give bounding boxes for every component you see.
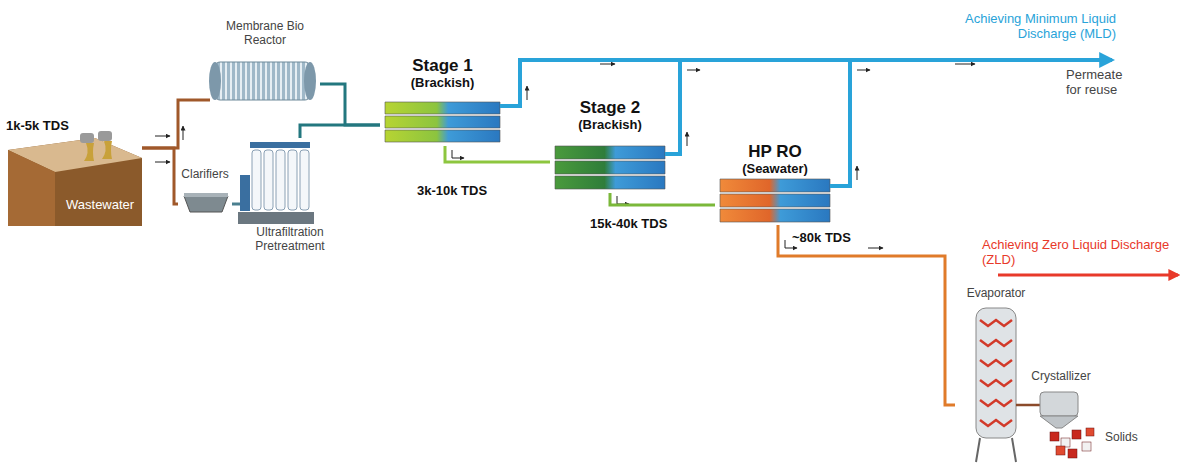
unit-label: HP RO [715,142,835,162]
tds-label: 15k-40k TDS [590,217,710,232]
tds-label: 1k-5k TDS [6,119,116,134]
hpro-tubes [720,179,830,222]
unit-label: Solids [1105,431,1165,445]
process-unit: Crystallizer [1020,370,1102,416]
unit-sublabel: (Seawater) [715,162,835,177]
pipe-connector [300,125,380,138]
process-unit: Clarifiers [178,168,232,214]
pipe-connector [610,193,715,205]
unit-sublabel: (Brackish) [550,118,670,133]
crystallizer-tank [1040,392,1078,428]
ro-stage: Stage 1(Brackish) [380,56,505,146]
unit-label: Membrane Bio Reactor [210,20,320,48]
pipe-connector [778,225,955,405]
clarifier-tank [184,193,228,212]
stage2-ro-tubes [555,146,665,189]
pipe-connector [320,84,380,125]
flow-arrow [155,64,975,248]
unit-sublabel: (Brackish) [380,76,505,91]
zld-label: Achieving Zero Liquid Discharge (ZLD) [982,238,1182,268]
tds-label: 3k-10k TDS [417,184,527,199]
unit-label: Evaporator [955,287,1037,301]
solids-crystals [1050,428,1094,458]
ro-stage: Stage 2(Brackish) [550,98,670,193]
stage1-ro-tubes [385,102,500,142]
mld-label: Achieving Minimum Liquid Discharge (MLD) [940,12,1116,42]
uf-skid [238,142,314,224]
evaporator-column [976,308,1040,462]
permeate-label: Permeate for reuse [1066,68,1132,98]
pipe-connector [445,146,550,162]
pipe-connector [142,100,210,148]
process-unit: Evaporator [955,287,1037,463]
process-unit: Solids [1045,420,1165,460]
unit-label: Clarifiers [178,168,232,182]
permeate-line [500,60,1112,186]
unit-label: Ultrafiltration Pretreatment [240,226,340,254]
tds-label: ~80k TDS [792,231,882,246]
process-unit: Ultrafiltration Pretreatment [240,138,340,254]
unit-label: Stage 1 [380,56,505,76]
unit-label: Wastewater [66,198,142,213]
process-unit: Membrane Bio Reactor [210,20,320,104]
unit-label: Stage 2 [550,98,670,118]
pipe-connector [232,203,240,206]
zld-arrow [998,274,1178,277]
pipe-connector [142,148,178,204]
wastewater-basin: Wastewater [8,190,142,226]
unit-label: Crystallizer [1020,370,1102,384]
wastewater-basin [8,131,142,226]
ro-stage: HP RO(Seawater) [715,142,835,225]
mbr-unit [209,62,316,100]
